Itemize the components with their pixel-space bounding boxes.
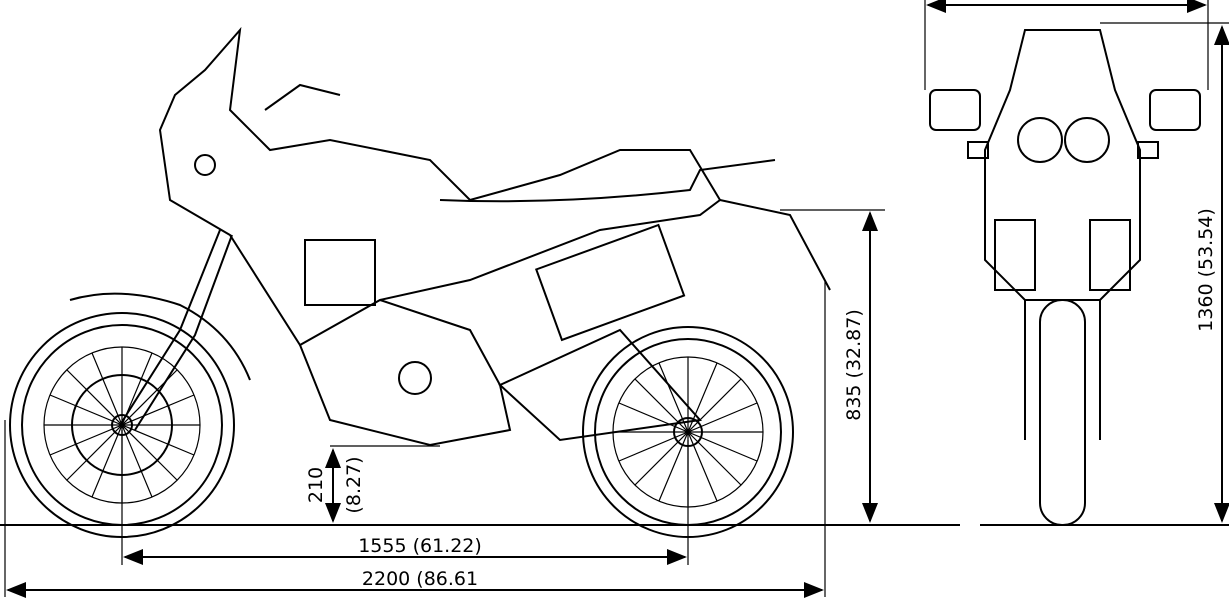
front-view (929, 29, 1229, 526)
headlight-left (1017, 117, 1063, 163)
front-fender (69, 292, 251, 381)
overall-height-label: 1360 (53.54) (1195, 208, 1217, 332)
fairing-tank (158, 26, 722, 347)
fork (119, 229, 233, 431)
wheelbase-label: 1555 (61.22) (358, 535, 482, 557)
engine (299, 299, 512, 447)
overall-length-label: 2200 (86.61 (362, 568, 478, 590)
emblem (194, 154, 216, 176)
handguard-left (929, 89, 981, 131)
swingarm (498, 328, 702, 442)
dimension-lines (4, 0, 1229, 598)
body-outline (69, 26, 831, 447)
indicator-right (1137, 141, 1159, 159)
front-tire (1039, 299, 1086, 526)
seat (439, 159, 776, 203)
indicator-left (967, 141, 989, 159)
side-panel (304, 239, 376, 306)
ground-clearance-mm-label: 210 (305, 467, 327, 503)
seat-height-label: 835 (32.87) (843, 309, 865, 421)
radiator-left (994, 219, 1036, 291)
rear-fender (719, 199, 831, 291)
handguard-right (1149, 89, 1201, 131)
headlight-right (1064, 117, 1110, 163)
radiator-right (1089, 219, 1131, 291)
engine-cover (398, 361, 432, 395)
handlebar (264, 83, 341, 111)
side-cover (534, 223, 686, 342)
side-view (0, 26, 960, 538)
ground-clearance-in-label: (8.27) (343, 456, 365, 513)
front-fairing (984, 29, 1141, 301)
